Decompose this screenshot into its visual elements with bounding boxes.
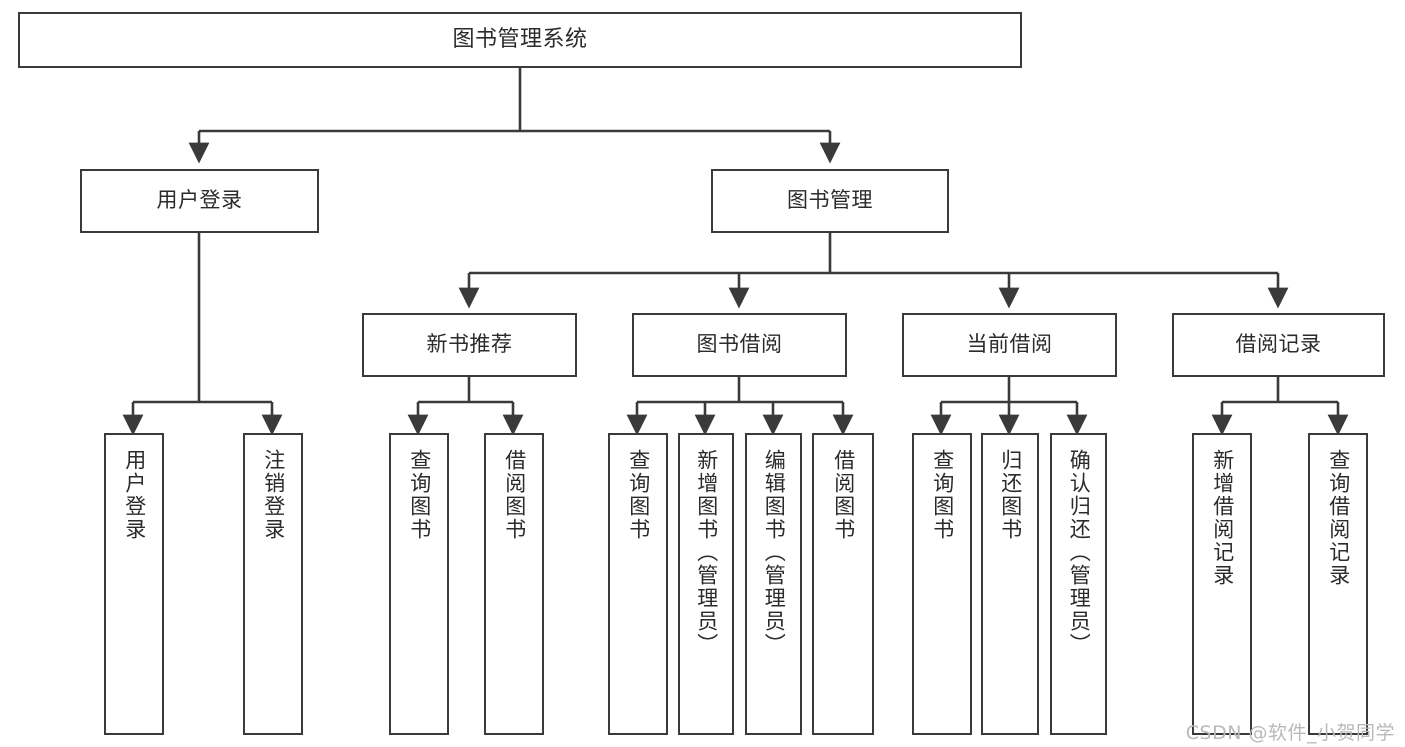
node-book-management[interactable]: 图书管理: [711, 169, 949, 233]
node-user-login-label: 用户登录: [156, 188, 243, 213]
leaf-user-login-label: 用户登录: [122, 449, 147, 541]
leaf-query-books-recommend[interactable]: 查询图书: [389, 433, 449, 735]
leaf-return-books-label: 归还图书: [998, 449, 1023, 541]
node-borrow-records[interactable]: 借阅记录: [1172, 313, 1385, 377]
leaf-edit-book-admin[interactable]: 编辑图书（管理员）: [745, 433, 802, 735]
leaf-edit-book-admin-label: 编辑图书（管理员）: [762, 449, 787, 656]
node-book-borrow-label: 图书借阅: [696, 332, 783, 357]
leaf-add-book-admin-label: 新增图书（管理员）: [694, 449, 719, 656]
node-new-book-recommend-label: 新书推荐: [426, 332, 513, 357]
node-root[interactable]: 图书管理系统: [18, 12, 1022, 68]
leaf-add-book-admin[interactable]: 新增图书（管理员）: [678, 433, 734, 735]
node-user-login[interactable]: 用户登录: [80, 169, 319, 233]
leaf-borrow-books-recommend-label: 借阅图书: [502, 449, 527, 541]
node-new-book-recommend[interactable]: 新书推荐: [362, 313, 577, 377]
leaf-confirm-return-admin-label: 确认归还（管理员）: [1067, 449, 1092, 656]
leaf-add-borrow-record-label: 新增借阅记录: [1210, 449, 1235, 587]
leaf-query-books-current[interactable]: 查询图书: [912, 433, 972, 735]
node-borrow-records-label: 借阅记录: [1235, 332, 1322, 357]
node-root-label: 图书管理系统: [452, 26, 588, 52]
leaf-borrow-books-borrow[interactable]: 借阅图书: [812, 433, 874, 735]
leaf-query-borrow-record-label: 查询借阅记录: [1326, 449, 1351, 587]
leaf-query-books-borrow-label: 查询图书: [626, 449, 651, 541]
node-book-borrow[interactable]: 图书借阅: [632, 313, 847, 377]
node-current-borrow[interactable]: 当前借阅: [902, 313, 1117, 377]
leaf-query-books-current-label: 查询图书: [930, 449, 955, 541]
node-current-borrow-label: 当前借阅: [966, 332, 1053, 357]
leaf-borrow-books-borrow-label: 借阅图书: [831, 449, 856, 541]
leaf-borrow-books-recommend[interactable]: 借阅图书: [484, 433, 544, 735]
leaf-query-books-borrow[interactable]: 查询图书: [608, 433, 668, 735]
node-book-management-label: 图书管理: [787, 188, 873, 213]
leaf-add-borrow-record[interactable]: 新增借阅记录: [1192, 433, 1252, 735]
leaf-confirm-return-admin[interactable]: 确认归还（管理员）: [1050, 433, 1107, 735]
leaf-return-books[interactable]: 归还图书: [981, 433, 1039, 735]
leaf-user-login[interactable]: 用户登录: [104, 433, 164, 735]
watermark: CSDN @软件_小贺同学: [1185, 722, 1395, 744]
leaf-logout-label: 注销登录: [261, 449, 286, 541]
leaf-logout[interactable]: 注销登录: [243, 433, 303, 735]
leaf-query-books-recommend-label: 查询图书: [407, 449, 432, 541]
leaf-query-borrow-record[interactable]: 查询借阅记录: [1308, 433, 1368, 735]
